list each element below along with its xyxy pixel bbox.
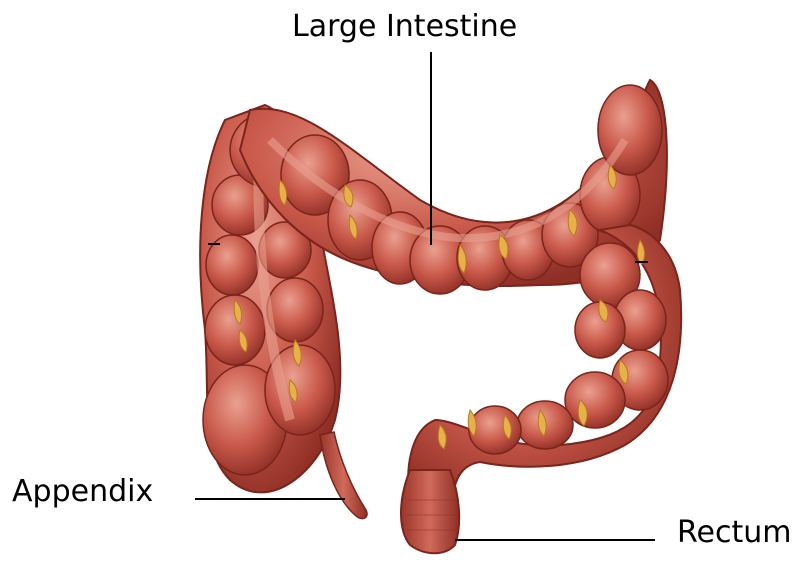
label-appendix: Appendix [12,477,153,507]
appendix [320,432,367,519]
label-rectum: Rectum [677,518,791,548]
label-large-intestine: Large Intestine [292,12,517,42]
rectum [401,470,459,553]
